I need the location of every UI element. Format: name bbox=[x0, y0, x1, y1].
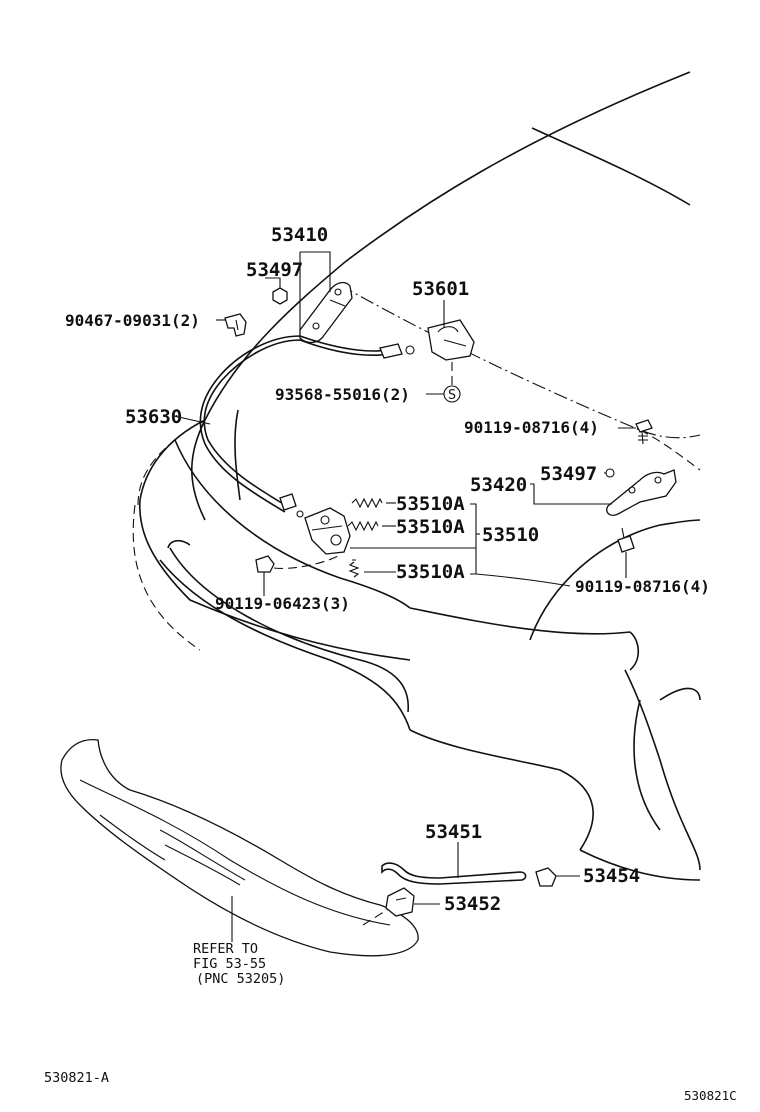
label-53601: 53601 bbox=[412, 278, 469, 300]
hood-support-rod bbox=[381, 862, 527, 885]
spring-53510a-3 bbox=[348, 559, 360, 578]
label-53510a-1: 53510A bbox=[396, 493, 465, 515]
hood-latch-assembly bbox=[304, 507, 351, 555]
label-53454: 53454 bbox=[583, 865, 640, 887]
hood-release-cable bbox=[199, 335, 415, 518]
label-53451: 53451 bbox=[425, 821, 482, 843]
nut-53497-right bbox=[605, 468, 615, 478]
bolt-90119-top bbox=[635, 419, 653, 445]
nut-53497-left bbox=[272, 287, 288, 305]
bolt-90119-bottom bbox=[617, 527, 635, 553]
label-53410: 53410 bbox=[271, 224, 328, 246]
hood-lock-support-panel bbox=[60, 739, 419, 957]
label-53630: 53630 bbox=[125, 406, 182, 428]
spring-53510a-2 bbox=[347, 520, 379, 532]
vehicle-body-outline bbox=[132, 71, 701, 881]
label-53420: 53420 bbox=[470, 474, 527, 496]
label-90467-09031: 90467-09031(2) bbox=[65, 311, 200, 330]
label-90119-08716-bottom: 90119-08716(4) bbox=[575, 577, 710, 596]
footer-right-code: 530821C bbox=[684, 1088, 737, 1103]
label-53497-right: 53497 bbox=[540, 463, 597, 485]
label-93568-55016: 93568-55016(2) bbox=[275, 385, 410, 404]
label-90119-06423: 90119-06423(3) bbox=[215, 594, 350, 613]
hood-hinge-left bbox=[299, 281, 353, 344]
footer-left-code: 530821-A bbox=[44, 1070, 109, 1086]
leader-lines bbox=[173, 251, 636, 942]
rod-holder-53452 bbox=[385, 887, 415, 917]
label-s-symbol: S bbox=[448, 387, 456, 403]
spring-53510a-1 bbox=[351, 497, 383, 509]
hood-hinge-right bbox=[606, 469, 677, 516]
label-53510a-2: 53510A bbox=[396, 516, 465, 538]
note-pnc-ref: (PNC 53205) bbox=[196, 971, 285, 987]
hood-lock-striker bbox=[427, 319, 475, 390]
cushion-53454 bbox=[535, 867, 557, 887]
clip-90467 bbox=[224, 313, 247, 337]
label-90119-08716-top: 90119-08716(4) bbox=[464, 418, 599, 437]
label-53510a-3: 53510A bbox=[396, 561, 465, 583]
label-53452: 53452 bbox=[444, 893, 501, 915]
bolt-90119-06423 bbox=[255, 555, 339, 573]
label-53510: 53510 bbox=[482, 524, 539, 546]
note-refer-to: REFER TO bbox=[193, 941, 258, 957]
note-fig-ref: FIG 53-55 bbox=[193, 956, 266, 972]
label-53497-left: 53497 bbox=[246, 259, 303, 281]
